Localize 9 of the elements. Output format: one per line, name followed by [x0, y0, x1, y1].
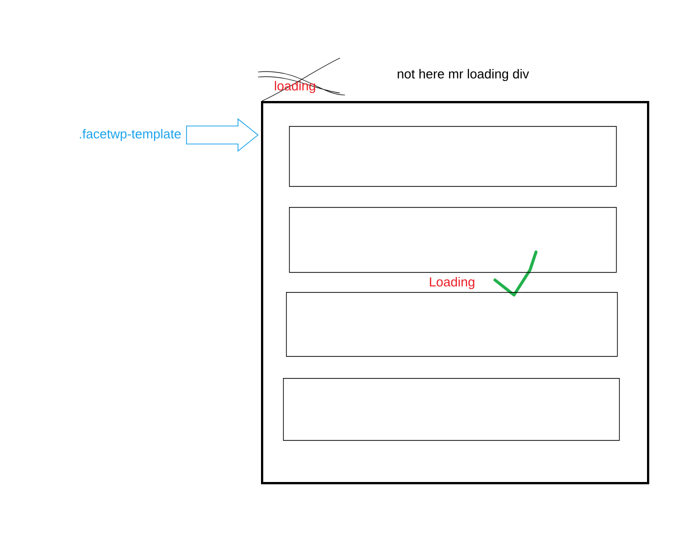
- content-box: [286, 292, 618, 357]
- content-box: [289, 207, 617, 273]
- container-box: [261, 101, 650, 484]
- note-text: not here mr loading div: [398, 68, 530, 82]
- content-box: [289, 126, 617, 187]
- template-label: .facetwp-template: [80, 128, 181, 142]
- block-arrow: [186, 118, 259, 152]
- note-text: Loading: [430, 276, 474, 290]
- content-box: [283, 378, 620, 441]
